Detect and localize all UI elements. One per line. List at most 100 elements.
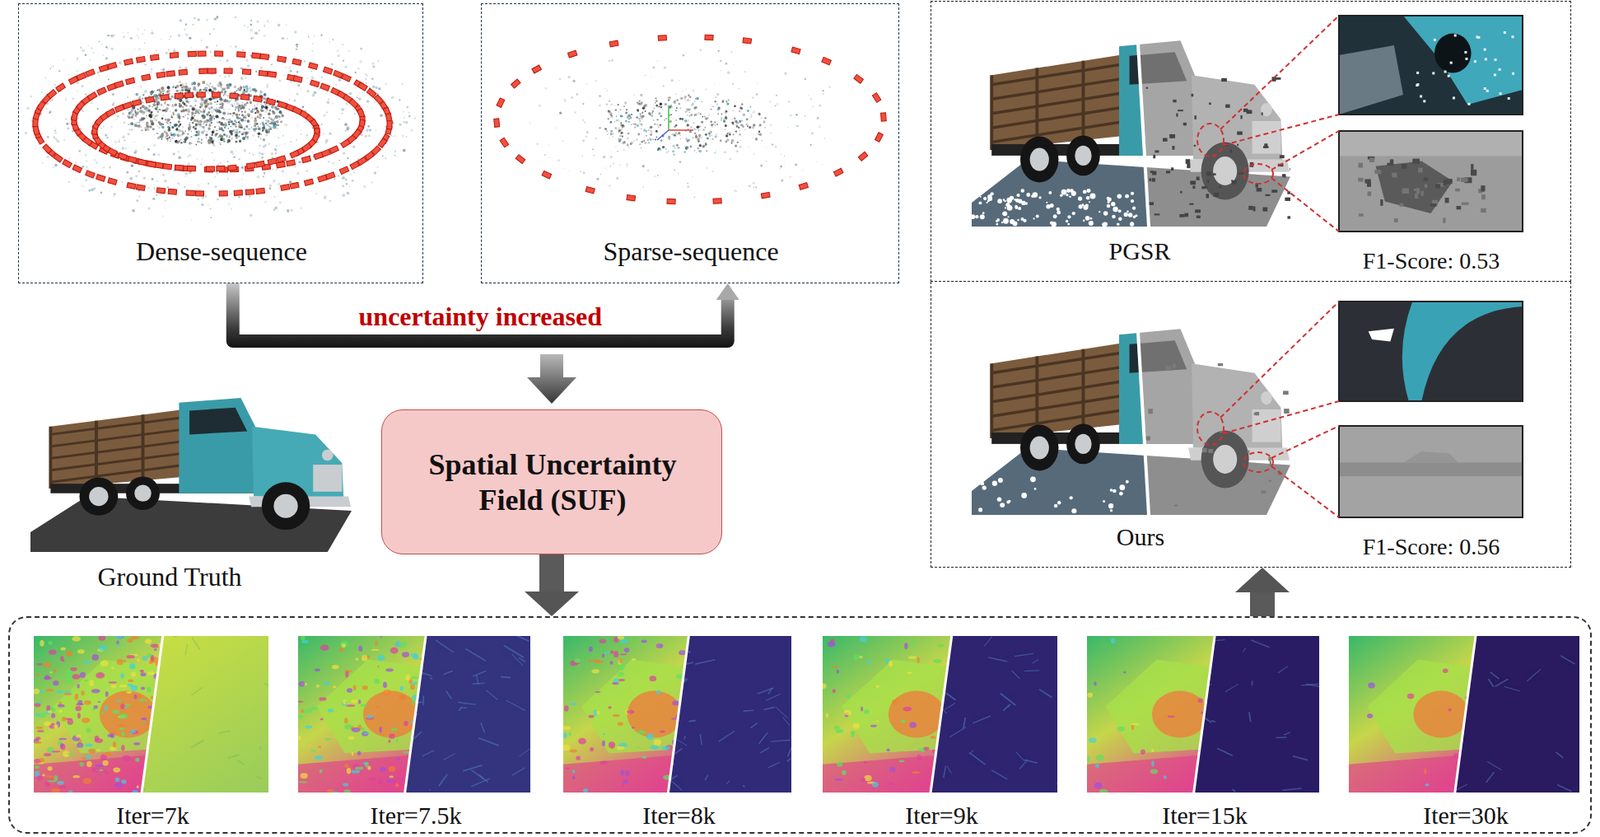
cloud-point bbox=[385, 82, 387, 84]
cloud-point bbox=[151, 177, 154, 181]
cloud-point bbox=[195, 119, 199, 122]
cloud-point bbox=[261, 107, 263, 109]
camera-frustum bbox=[289, 181, 299, 189]
cloud-point bbox=[170, 133, 173, 136]
cloud-point bbox=[200, 39, 203, 42]
cloud-point bbox=[140, 125, 142, 127]
cloud-point bbox=[344, 122, 348, 126]
cloud-point bbox=[138, 96, 141, 99]
cloud-point bbox=[84, 93, 88, 96]
cloud-point bbox=[184, 161, 186, 163]
cloud-point bbox=[171, 125, 174, 129]
cloud-point bbox=[186, 155, 188, 157]
cloud-point bbox=[99, 191, 103, 194]
cloud-point bbox=[230, 120, 234, 123]
camera-frustum bbox=[97, 87, 108, 96]
cloud-point bbox=[239, 87, 243, 90]
cloud-point bbox=[260, 103, 262, 106]
cloud-point bbox=[235, 121, 237, 123]
cloud-point bbox=[246, 87, 249, 90]
cloud-point bbox=[69, 158, 70, 159]
cloud-point bbox=[300, 88, 302, 89]
cloud-point bbox=[181, 112, 182, 114]
cloud-point bbox=[205, 119, 209, 123]
cloud-point bbox=[382, 154, 384, 157]
cloud-point bbox=[173, 48, 175, 50]
cloud-point bbox=[267, 22, 269, 24]
cloud-point bbox=[219, 105, 224, 109]
cloud-point bbox=[203, 118, 206, 121]
cloud-point bbox=[215, 172, 220, 176]
camera-frustum bbox=[256, 160, 266, 168]
cloud-point bbox=[185, 33, 188, 37]
cloud-point bbox=[205, 123, 208, 126]
cloud-point bbox=[168, 126, 171, 129]
cloud-point bbox=[311, 76, 315, 80]
cloud-point bbox=[112, 195, 115, 197]
cloud-point bbox=[209, 116, 212, 118]
cloud-point bbox=[341, 107, 346, 112]
cloud-point bbox=[135, 48, 136, 50]
cloud-point bbox=[209, 86, 210, 88]
cloud-point bbox=[161, 117, 164, 121]
cloud-point bbox=[167, 128, 172, 132]
cloud-point bbox=[222, 111, 226, 115]
cloud-point bbox=[227, 95, 229, 97]
cloud-point bbox=[259, 113, 262, 116]
cloud-point bbox=[184, 175, 187, 178]
cloud-point bbox=[158, 133, 159, 135]
cloud-point bbox=[195, 93, 196, 94]
cloud-point bbox=[346, 127, 350, 131]
cloud-point bbox=[283, 74, 285, 77]
cloud-point bbox=[394, 150, 397, 153]
cloud-point bbox=[359, 60, 363, 64]
cloud-point bbox=[360, 166, 363, 168]
cloud-point bbox=[88, 189, 91, 192]
cloud-point bbox=[200, 142, 203, 145]
camera-frustum bbox=[377, 138, 388, 149]
cloud-point bbox=[336, 50, 339, 52]
cloud-point bbox=[243, 149, 248, 153]
cloud-point bbox=[209, 118, 213, 122]
cloud-point bbox=[229, 125, 232, 127]
cloud-point bbox=[137, 27, 140, 30]
cloud-point bbox=[143, 176, 146, 179]
cloud-point bbox=[237, 121, 240, 124]
cloud-point bbox=[125, 171, 129, 174]
cloud-point bbox=[54, 80, 56, 83]
cloud-point bbox=[582, 171, 585, 174]
cloud-point bbox=[393, 154, 395, 156]
cloud-point bbox=[211, 130, 215, 134]
cloud-point bbox=[184, 130, 186, 131]
cloud-point bbox=[46, 107, 48, 110]
cloud-point bbox=[164, 200, 166, 201]
cloud-point bbox=[265, 128, 268, 131]
camera-frustum bbox=[267, 158, 277, 165]
cloud-point bbox=[327, 98, 330, 101]
cloud-point bbox=[193, 98, 197, 103]
cloud-point bbox=[183, 137, 187, 141]
cloud-point bbox=[249, 100, 252, 103]
cloud-point bbox=[133, 112, 135, 114]
cloud-point bbox=[226, 111, 229, 115]
cloud-point bbox=[156, 114, 159, 117]
cloud-point bbox=[167, 48, 170, 51]
cloud-point bbox=[125, 147, 127, 150]
cloud-point bbox=[269, 109, 271, 112]
cloud-point bbox=[136, 111, 140, 114]
cloud-point bbox=[63, 139, 66, 141]
cloud-point bbox=[295, 74, 298, 76]
camera-frustum bbox=[105, 108, 116, 117]
cloud-point bbox=[289, 180, 292, 183]
cloud-point bbox=[263, 34, 266, 38]
cloud-point bbox=[242, 172, 245, 175]
cloud-point bbox=[197, 85, 199, 87]
cloud-point bbox=[204, 86, 206, 89]
cloud-point bbox=[108, 165, 112, 168]
cloud-point bbox=[47, 80, 49, 82]
cloud-point bbox=[180, 141, 182, 144]
cloud-point bbox=[251, 126, 252, 128]
cloud-point bbox=[192, 81, 196, 85]
cloud-point bbox=[329, 41, 331, 42]
